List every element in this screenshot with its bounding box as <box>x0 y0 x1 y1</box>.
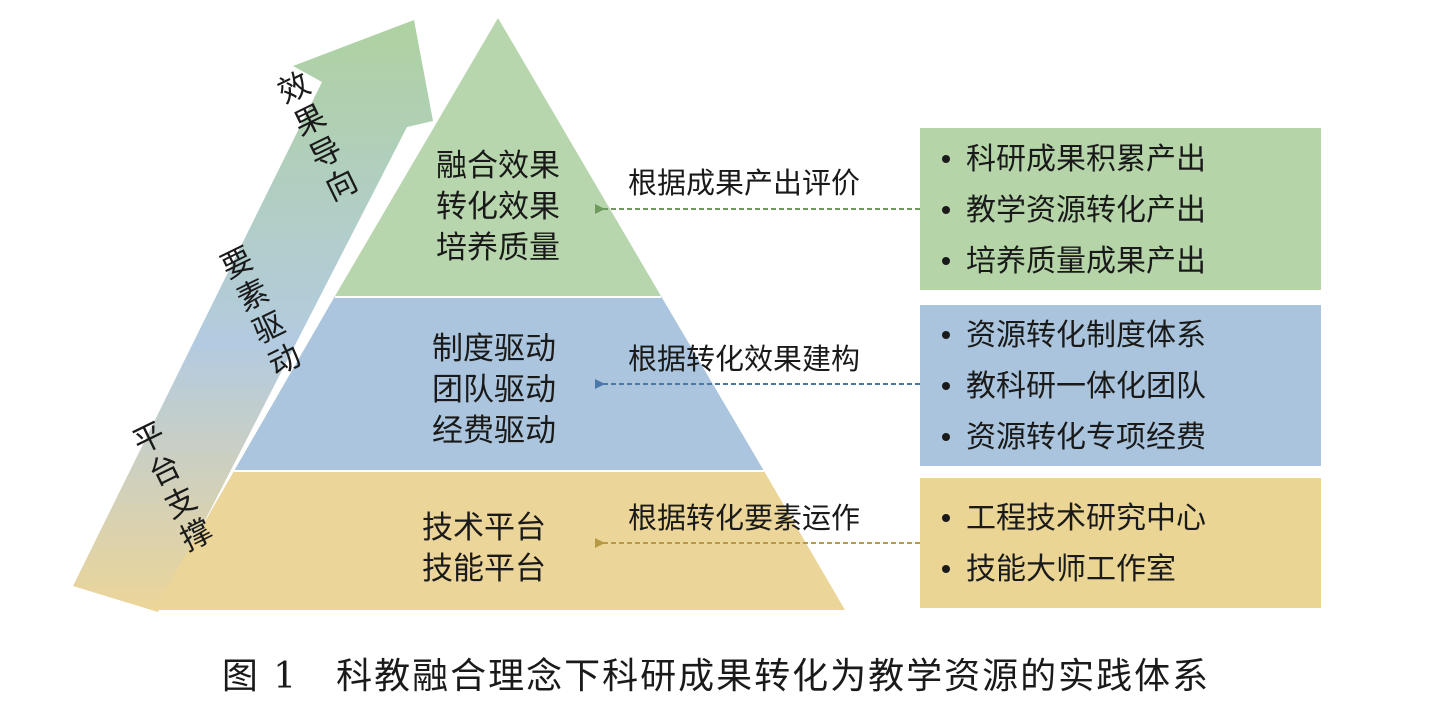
box-top: 科研成果积累产出 教学资源转化产出 培养质量成果产出 <box>920 134 1321 287</box>
bullet-icon <box>942 330 950 339</box>
box-middle-item: 教科研一体化团队 <box>942 361 1321 412</box>
tier-middle-line: 团队驱动 <box>432 372 556 408</box>
arrow-bottom-label: 根据转化要素运作 <box>628 501 861 535</box>
box-top-item-text: 教学资源转化产出 <box>966 193 1206 228</box>
box-bottom-bg <box>920 478 1321 608</box>
box-top-item: 培养质量成果产出 <box>942 236 1321 287</box>
box-middle-item: 资源转化专项经费 <box>942 412 1321 463</box>
bullet-icon <box>942 513 950 522</box>
box-top-item-text: 培养质量成果产出 <box>966 244 1206 279</box>
tier-top-label: 融合效果 转化效果 培养质量 <box>428 146 568 269</box>
pyramid-tier-bottom <box>154 471 845 610</box>
tier-middle-label: 制度驱动 团队驱动 经费驱动 <box>424 329 564 452</box>
tier-top-line: 转化效果 <box>436 189 560 225</box>
box-middle: 资源转化制度体系 教科研一体化团队 资源转化专项经费 <box>920 310 1321 463</box>
box-middle-item-text: 教科研一体化团队 <box>966 369 1206 404</box>
tier-bottom-line: 技术平台 <box>422 510 546 546</box>
side-arrow-shape <box>73 20 433 612</box>
bullet-icon <box>942 205 950 214</box>
arrow-middle-label: 根据转化效果建构 <box>628 342 861 376</box>
box-middle-item-text: 资源转化专项经费 <box>966 420 1206 455</box>
pyramid-tier-middle <box>234 296 764 471</box>
arrow-top-label: 根据成果产出评价 <box>628 166 861 200</box>
bullet-icon <box>942 564 950 573</box>
bullet-icon <box>942 256 950 265</box>
box-bottom-item-text: 工程技术研究中心 <box>966 501 1206 536</box>
tier-bottom-line: 技能平台 <box>422 551 546 587</box>
bullet-icon <box>942 154 950 163</box>
bullet-icon <box>942 432 950 441</box>
box-bottom: 工程技术研究中心 技能大师工作室 <box>920 493 1321 595</box>
box-middle-item: 资源转化制度体系 <box>942 310 1321 361</box>
tier-top-line: 融合效果 <box>436 148 560 184</box>
tier-middle-line: 经费驱动 <box>432 413 556 449</box>
box-middle-item-text: 资源转化制度体系 <box>966 318 1206 353</box>
box-top-bg <box>920 128 1321 290</box>
box-top-item-text: 科研成果积累产出 <box>966 142 1206 177</box>
box-bottom-item-text: 技能大师工作室 <box>966 552 1176 587</box>
box-bottom-item: 工程技术研究中心 <box>942 493 1321 544</box>
bullet-icon <box>942 381 950 390</box>
pyramid-tier-top <box>335 18 661 296</box>
tier-top-line: 培养质量 <box>436 230 560 266</box>
tier-bottom-label: 技术平台 技能平台 <box>414 508 554 590</box>
box-bottom-item: 技能大师工作室 <box>942 544 1321 595</box>
box-middle-bg <box>920 305 1321 466</box>
box-top-item: 教学资源转化产出 <box>942 185 1321 236</box>
figure-caption: 图 1 科教融合理念下科研成果转化为教学资源的实践体系 <box>221 656 1211 697</box>
tier-middle-line: 制度驱动 <box>432 331 556 367</box>
box-top-item: 科研成果积累产出 <box>942 134 1321 185</box>
